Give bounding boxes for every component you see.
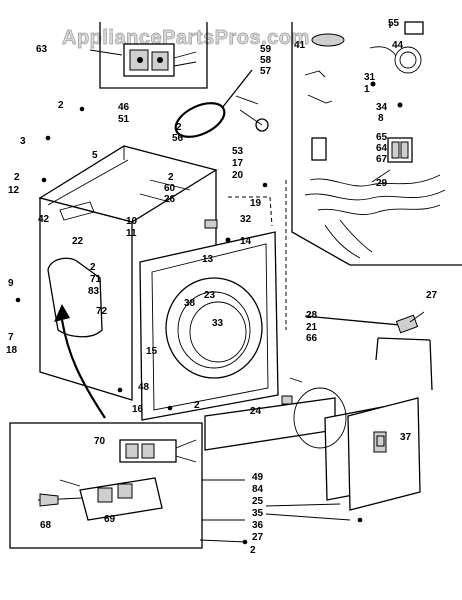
wiring-harness-inset — [291, 21, 462, 266]
part-label: 72 — [96, 306, 108, 317]
part-label: 29 — [376, 178, 388, 189]
part-label: 8 — [378, 113, 384, 124]
part-label: 35 — [252, 508, 264, 519]
part-label: 57 — [260, 66, 272, 77]
part-label: 5 — [92, 150, 98, 161]
dashed-lead-lines — [228, 180, 287, 330]
part-label: 34 — [376, 102, 388, 113]
idler-pulley — [235, 95, 269, 132]
part-label: 2 — [58, 100, 64, 111]
part-label: 20 — [232, 170, 244, 181]
toe-panel — [204, 397, 336, 451]
part-label: 83 — [88, 286, 100, 297]
part-label: 46 — [118, 102, 130, 113]
part-label: 63 — [36, 44, 48, 55]
part-label: 12 — [8, 185, 20, 196]
part-label: 21 — [306, 322, 318, 333]
part-label: 1 — [364, 84, 370, 95]
screws — [15, 106, 363, 545]
part-label: 22 — [72, 236, 84, 247]
front-panel — [139, 219, 279, 421]
part-label: 55 — [388, 18, 400, 29]
part-label: 19 — [250, 198, 262, 209]
part-label: 31 — [364, 72, 376, 83]
part-label: 28 — [306, 310, 318, 321]
part-label: 53 — [232, 146, 244, 157]
part-label: 41 — [294, 40, 306, 51]
part-label: 32 — [240, 214, 252, 225]
part-label: 60 — [164, 183, 176, 194]
door-switch — [304, 311, 433, 391]
part-label: 27 — [252, 532, 264, 543]
timer-assembly-inset — [89, 22, 208, 89]
part-label: 37 — [400, 432, 412, 443]
part-label: 24 — [250, 406, 262, 417]
part-label: 56 — [172, 133, 184, 144]
door-assembly — [293, 387, 421, 511]
part-label: 64 — [376, 143, 388, 154]
part-label: 49 — [252, 472, 264, 483]
heater-assembly-inset — [9, 422, 203, 549]
part-label: 2 — [250, 545, 256, 556]
part-label: 14 — [240, 236, 252, 247]
part-label: 2 — [176, 122, 182, 133]
part-label: 70 — [94, 436, 106, 447]
part-label: 48 — [138, 382, 150, 393]
part-label: 3 — [20, 136, 26, 147]
small-hardware — [281, 377, 303, 405]
part-label: 2 — [14, 172, 20, 183]
part-label: 27 — [426, 290, 438, 301]
part-label: 17 — [232, 158, 244, 169]
part-label: 69 — [104, 514, 116, 525]
part-label: 15 — [146, 346, 158, 357]
part-label: 67 — [376, 154, 388, 165]
part-label: 26 — [164, 194, 176, 205]
part-label: 71 — [90, 274, 102, 285]
part-label: 16 — [132, 404, 144, 415]
part-label: 68 — [40, 520, 52, 531]
part-label: 59 — [260, 44, 272, 55]
watermark-text: AppliancePartsPros.com — [62, 27, 310, 49]
part-label: 25 — [252, 496, 264, 507]
part-label: 2 — [168, 172, 174, 183]
part-label: 42 — [38, 214, 50, 225]
part-label: 2 — [90, 262, 96, 273]
bottom-leader-lines — [199, 479, 351, 543]
part-label: 2 — [194, 400, 200, 411]
part-label: 11 — [126, 228, 137, 239]
part-label: 23 — [204, 290, 216, 301]
part-label: 65 — [376, 132, 388, 143]
part-label: 36 — [252, 520, 264, 531]
part-label: 51 — [118, 114, 130, 125]
part-number-labels: 63 59 58 57 55 41 44 31 1 34 8 65 64 67 … — [6, 18, 438, 556]
part-label: 9 — [8, 278, 14, 289]
part-label: 84 — [252, 484, 264, 495]
part-label: 44 — [392, 40, 404, 51]
part-label: 18 — [6, 345, 18, 356]
part-label: 10 — [126, 216, 138, 227]
access-leader-arrow — [54, 304, 106, 419]
part-label: 33 — [212, 318, 224, 329]
drive-belt — [174, 69, 253, 138]
part-label: 58 — [260, 55, 272, 66]
part-label: 66 — [306, 333, 318, 344]
part-label: 13 — [202, 254, 214, 265]
part-label: 7 — [8, 332, 14, 343]
part-label: 38 — [184, 298, 196, 309]
